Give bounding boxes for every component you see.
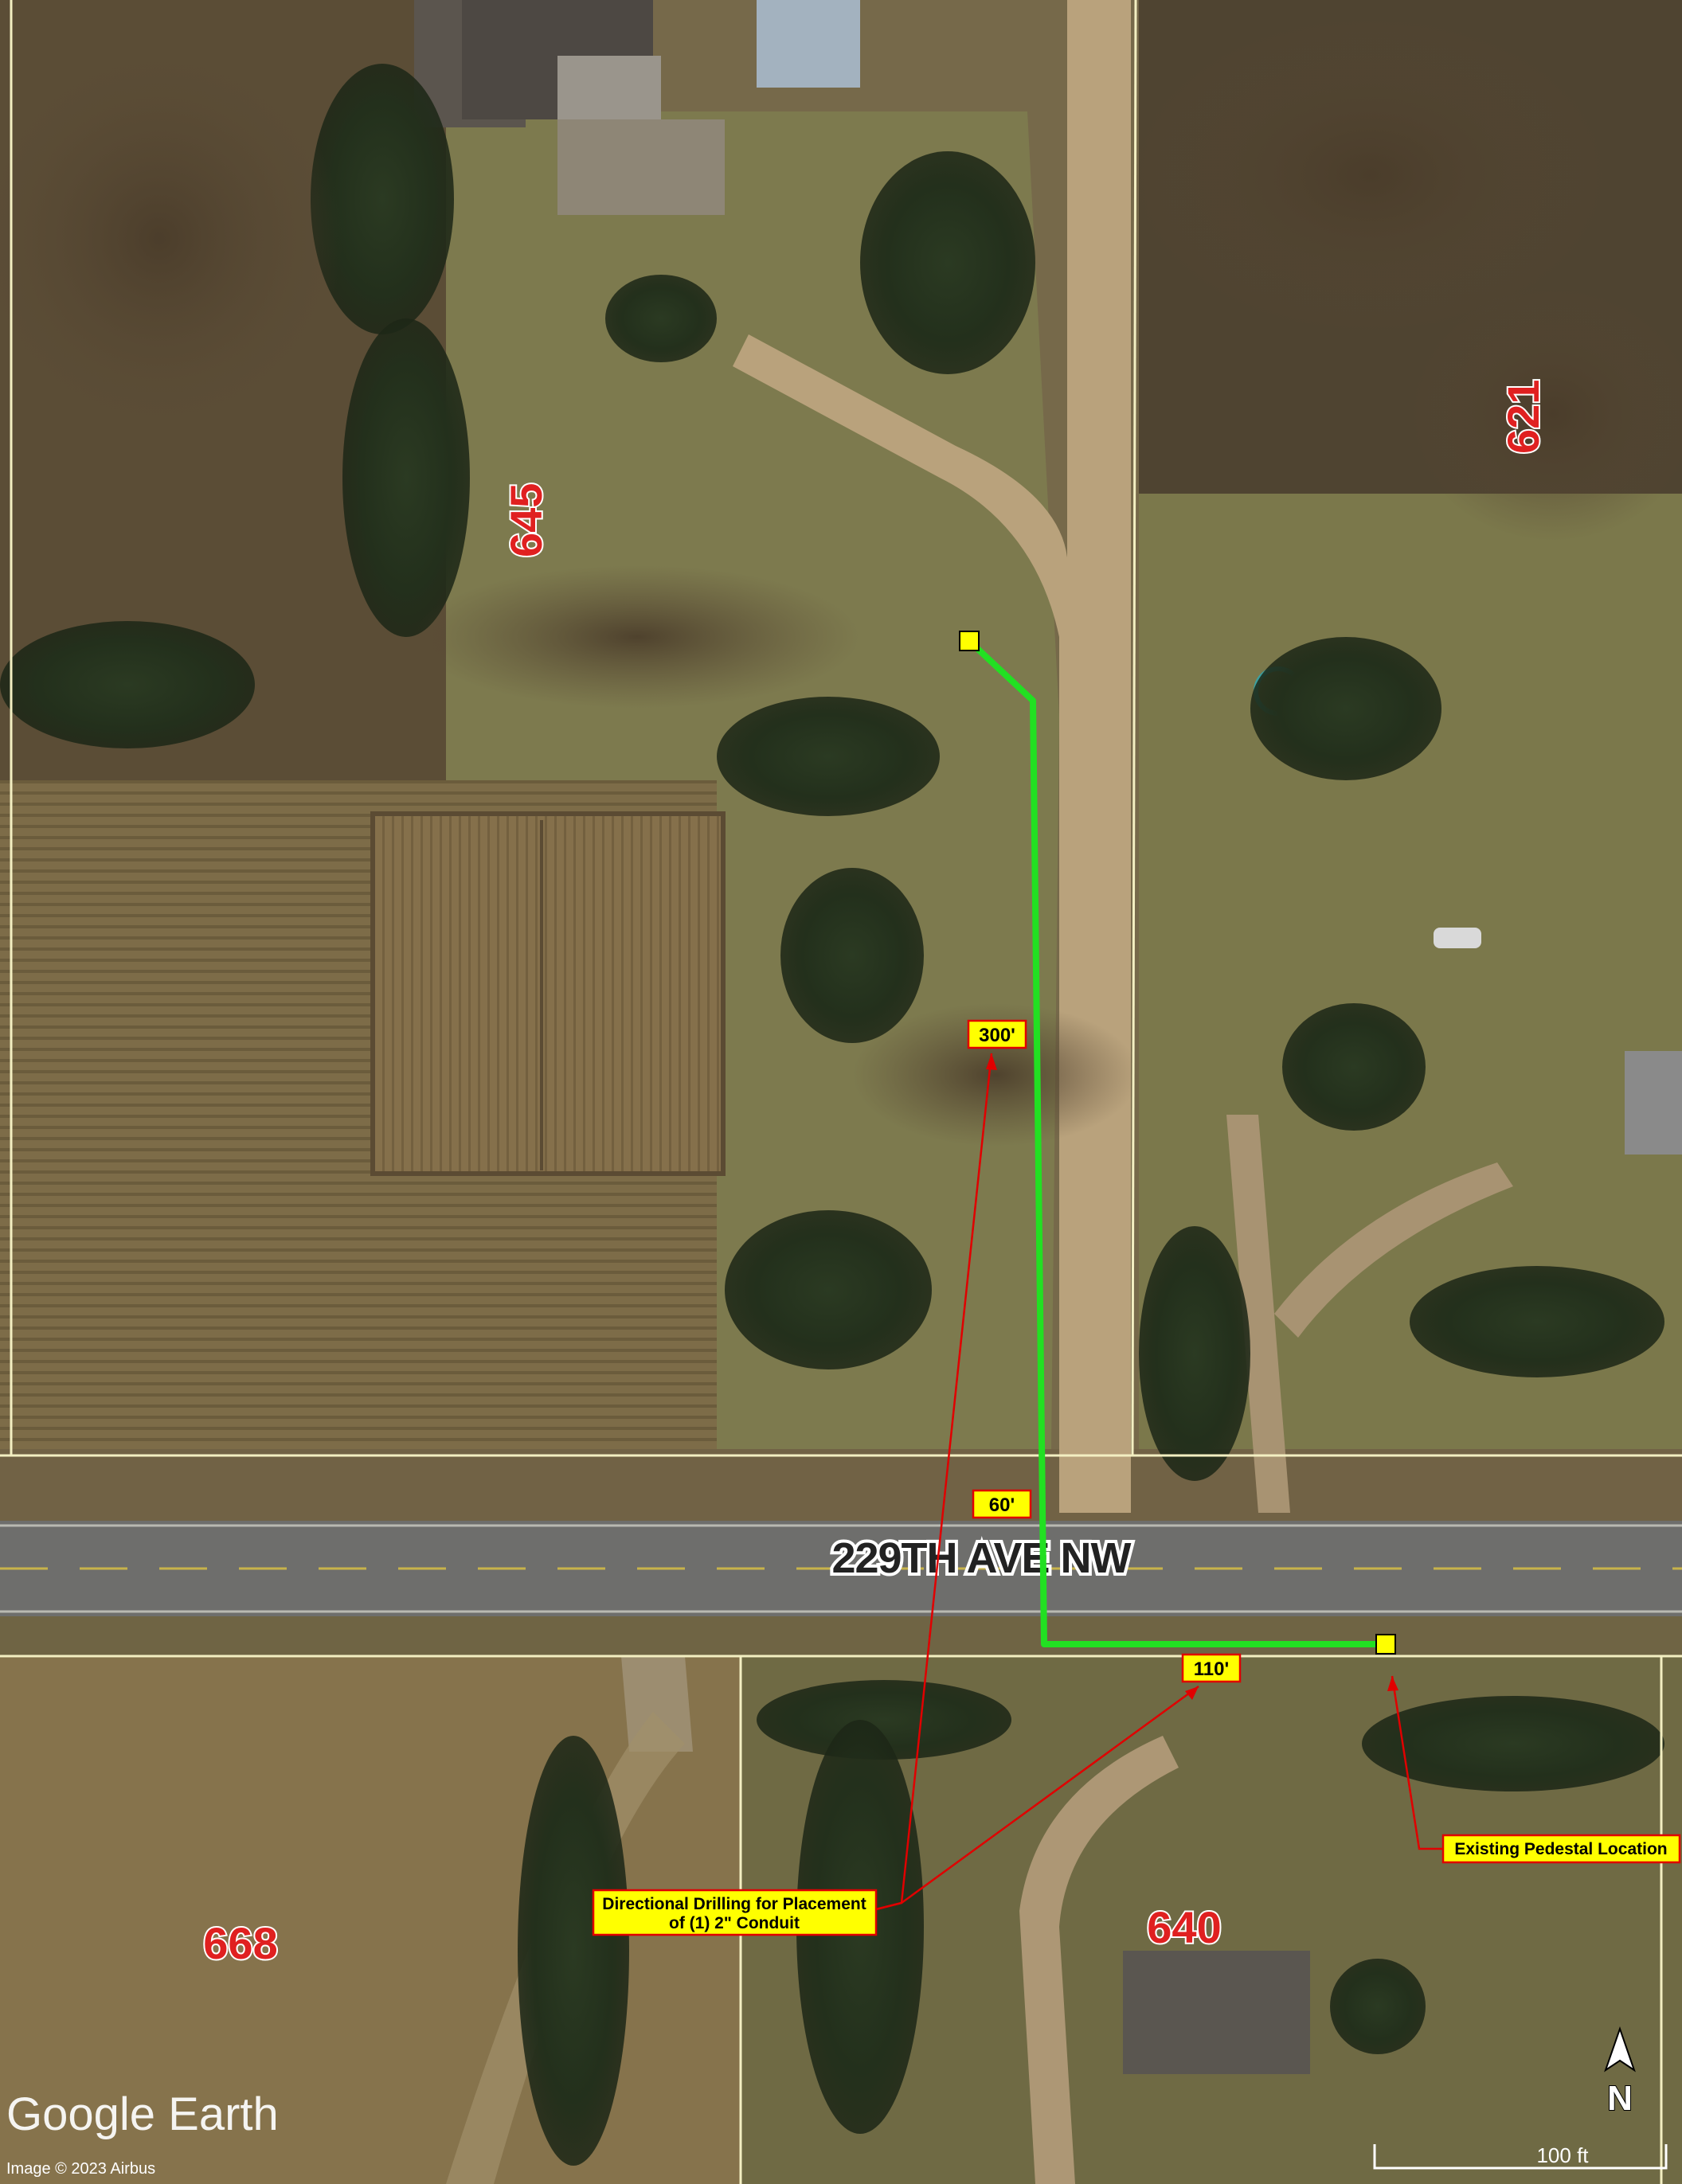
road-name-label: 229TH AVE NW: [831, 1534, 1131, 1582]
length-label-300: 300': [967, 1019, 1027, 1049]
svg-text:110': 110': [1194, 1659, 1229, 1680]
shed-645: [757, 0, 860, 88]
svg-text:60': 60': [989, 1494, 1015, 1516]
tree-canopy: [0, 64, 1664, 2166]
conduit-route: [967, 639, 1386, 1647]
length-label-110: 110': [1181, 1653, 1242, 1683]
house-640: [1123, 1951, 1310, 2074]
imagery-copyright: Image © 2023 Airbus: [6, 2160, 155, 2178]
svg-text:Directional Drilling for Place: Directional Drilling for Placement: [602, 1895, 866, 1913]
bare-trees: [0, 16, 1682, 1147]
svg-text:Existing Pedestal Location: Existing Pedestal Location: [1454, 1840, 1667, 1858]
svg-text:of (1) 2" Conduit: of (1) 2" Conduit: [669, 1914, 800, 1932]
svg-text:N: N: [1607, 2079, 1633, 2118]
svg-text:100 ft: 100 ft: [1536, 2143, 1589, 2167]
north-arrow-icon: N: [1604, 2026, 1636, 2119]
length-label-60: 60': [972, 1489, 1032, 1519]
route-endpoint-north: [959, 631, 980, 651]
parcel-number-645: 645: [501, 483, 551, 557]
parcel-number-621: 621: [1498, 380, 1548, 454]
google-earth-logo: Google Earth: [6, 2088, 279, 2140]
svg-text:300': 300': [979, 1025, 1015, 1046]
callout-directional-drilling: Directional Drilling for Placement of (1…: [592, 1889, 878, 1936]
parcel-number-668: 668: [203, 1918, 277, 1968]
callout-existing-pedestal: Existing Pedestal Location: [1441, 1834, 1681, 1864]
leader-lines: [875, 1053, 1443, 1911]
fenced-plot: [370, 811, 726, 1176]
driveway-645: [733, 0, 1131, 1513]
parcel-number-640: 640: [1147, 1902, 1221, 1952]
building-621: [1625, 1051, 1682, 1155]
existing-pedestal-marker: [1375, 1634, 1396, 1655]
scale-bar: 100 ft: [1373, 2143, 1668, 2170]
